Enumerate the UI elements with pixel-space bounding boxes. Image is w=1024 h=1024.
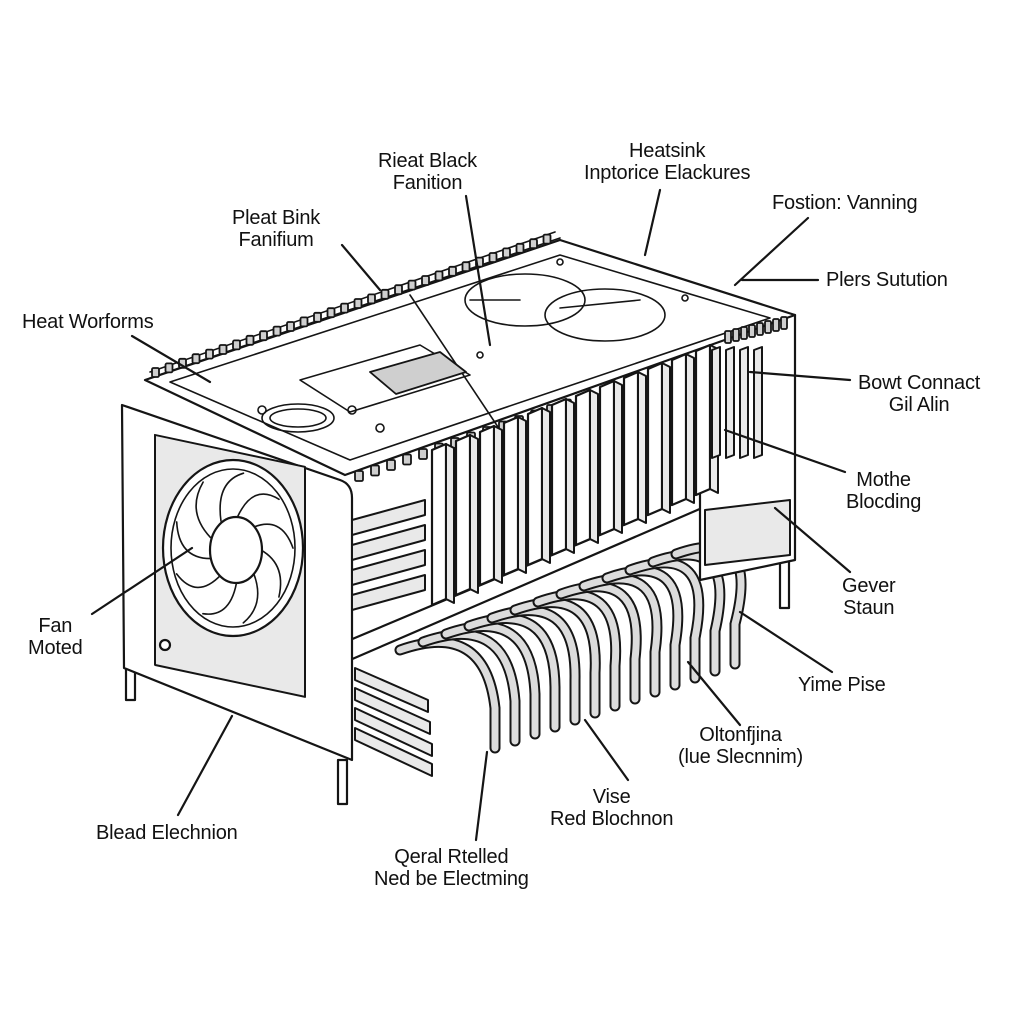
- fin: [622, 370, 640, 527]
- label-plers: Plers Sutution: [826, 269, 948, 291]
- fan-blade: [195, 481, 212, 539]
- fin-tick: [151, 367, 160, 378]
- fin: [454, 433, 472, 597]
- fan-blade: [219, 472, 245, 522]
- fin: [430, 442, 448, 607]
- fin-tick: [232, 339, 241, 351]
- fin-side: [541, 407, 551, 564]
- fin-tick: [354, 470, 364, 482]
- fan-blade: [175, 573, 222, 589]
- fin-tick: [340, 302, 349, 314]
- fin-tick: [515, 242, 525, 254]
- fin-tick: [245, 334, 255, 346]
- fin-tick: [402, 453, 412, 466]
- fin-tick: [724, 330, 732, 344]
- fin-tick: [488, 252, 498, 263]
- fin-tick: [748, 324, 756, 338]
- fin-side: [589, 389, 599, 544]
- fin-tick: [772, 318, 780, 332]
- fin-tick: [418, 448, 428, 460]
- fin-tick: [407, 279, 417, 291]
- label-heat-worforms: Heat Worforms: [22, 311, 154, 333]
- fin-tick: [421, 275, 430, 286]
- fin-tick: [259, 330, 268, 342]
- fin: [478, 424, 496, 587]
- fin-tick: [286, 321, 295, 332]
- fin-tick: [434, 270, 444, 282]
- vent-slats: [351, 499, 426, 611]
- fin-tick: [353, 298, 363, 309]
- fan-blade: [202, 577, 238, 615]
- fan-icon: [158, 458, 305, 652]
- fin-tick: [764, 320, 772, 334]
- fin-tick: [542, 233, 552, 245]
- fin: [574, 388, 592, 547]
- fin-tick: [326, 307, 336, 319]
- fin-side: [613, 380, 623, 534]
- fin-tick: [191, 353, 201, 365]
- fin-tick: [780, 316, 788, 330]
- heat-pipes: [394, 541, 747, 754]
- label-oltonfjina: Oltonfjina(lue Slecnnim): [678, 724, 804, 768]
- vertical-fins: [430, 343, 763, 607]
- fin-tick: [218, 344, 228, 355]
- label-blead: Blead Elechnion: [96, 822, 238, 844]
- fin: [598, 379, 616, 537]
- fin-tick: [370, 464, 380, 477]
- fin-side: [517, 416, 527, 574]
- label-yime: Yime Pise: [798, 674, 886, 696]
- fan-blade: [250, 523, 294, 549]
- fin: [739, 346, 749, 459]
- fin: [694, 343, 712, 497]
- fin-tick: [756, 322, 764, 336]
- fin-tick: [740, 326, 748, 340]
- leader-lines: [90, 188, 852, 842]
- fin-side: [445, 443, 455, 604]
- fin-side: [565, 398, 575, 554]
- fin-tick: [461, 261, 471, 273]
- fin-side: [637, 371, 647, 524]
- fin: [753, 346, 763, 459]
- fin-tick: [205, 348, 214, 360]
- fin-tick: [367, 293, 376, 305]
- fin-side: [685, 353, 695, 504]
- base-bars: [354, 667, 433, 777]
- fan-blade: [236, 493, 280, 519]
- fin: [711, 346, 721, 459]
- fin: [550, 397, 568, 557]
- fin-side: [493, 425, 503, 584]
- fin-side: [661, 362, 671, 514]
- fin-tick: [386, 459, 396, 471]
- fin: [670, 352, 688, 507]
- fin: [526, 406, 544, 567]
- fin-tick: [164, 362, 174, 374]
- fin-tick: [299, 316, 309, 328]
- fin-tick: [313, 311, 322, 323]
- fan-blade: [175, 521, 212, 560]
- fin-tick: [448, 265, 457, 277]
- label-fostion: Fostion: Vanning: [772, 192, 918, 214]
- fin: [725, 346, 735, 459]
- fin-side: [469, 434, 479, 594]
- fin-tick: [272, 325, 282, 337]
- fin-tick: [732, 328, 740, 342]
- fin: [502, 415, 520, 577]
- fin-tick: [380, 288, 390, 300]
- fin-tick: [394, 284, 403, 296]
- fin-tick: [502, 247, 511, 259]
- fin: [646, 361, 664, 517]
- fin-tick: [529, 238, 538, 250]
